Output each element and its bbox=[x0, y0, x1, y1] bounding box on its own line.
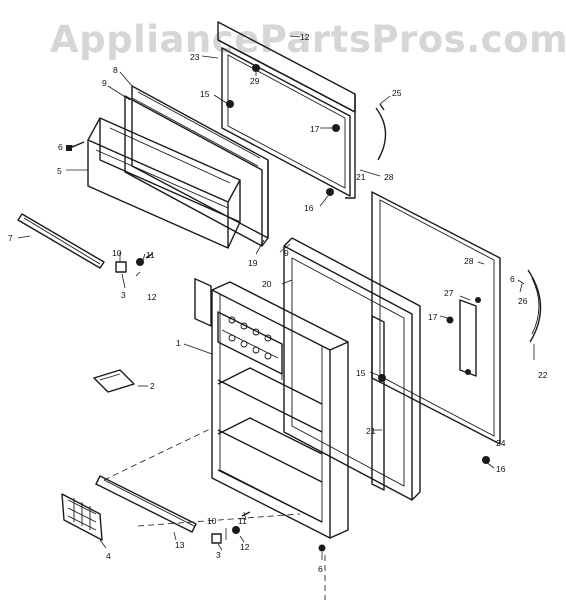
callout-6: 6 bbox=[510, 274, 515, 284]
leader-lines bbox=[17, 35, 535, 560]
callout-8: 8 bbox=[113, 65, 118, 75]
fresh-food-door-liner bbox=[283, 237, 421, 501]
callout-15: 15 bbox=[200, 89, 210, 99]
hinge-25 bbox=[375, 103, 387, 161]
callout-19: 19 bbox=[248, 258, 258, 268]
callout-11: 11 bbox=[238, 516, 247, 526]
screw-8 bbox=[66, 141, 85, 151]
freezer-bin bbox=[87, 117, 241, 327]
callout-13: 13 bbox=[175, 540, 185, 550]
callout-12: 12 bbox=[240, 542, 250, 552]
handle-27 bbox=[446, 297, 481, 377]
callout-21: 21 bbox=[366, 426, 376, 436]
callout-16: 16 bbox=[304, 203, 314, 213]
alignment-line bbox=[137, 513, 301, 527]
screw-16-lower bbox=[482, 456, 490, 464]
callout-25: 25 bbox=[392, 88, 402, 98]
callout-11: 11 bbox=[146, 250, 155, 260]
callout-28: 28 bbox=[464, 256, 474, 266]
callout-23: 23 bbox=[190, 52, 200, 62]
callout-2: 2 bbox=[150, 381, 155, 391]
freezer-door-panel bbox=[124, 85, 269, 247]
kickplate-13 bbox=[95, 475, 197, 533]
callout-labels: 12 23 29 15 17 25 28 8 9 6 5 16 7 19 10 … bbox=[8, 32, 548, 574]
callout-22: 22 bbox=[538, 370, 548, 380]
callout-9: 9 bbox=[284, 248, 289, 258]
callout-6: 6 bbox=[318, 564, 323, 574]
callout-5: 5 bbox=[57, 166, 62, 176]
alignment-line bbox=[103, 427, 213, 481]
callout-4: 4 bbox=[106, 551, 111, 561]
hinge-bracket-7 bbox=[17, 213, 105, 269]
callout-17: 17 bbox=[310, 124, 320, 134]
callout-10: 10 bbox=[112, 248, 122, 258]
callout-29: 29 bbox=[250, 76, 260, 86]
callout-15: 15 bbox=[356, 368, 366, 378]
callout-16: 16 bbox=[496, 464, 506, 474]
callout-12: 12 bbox=[147, 292, 157, 302]
callout-3: 3 bbox=[216, 550, 221, 560]
callout-20: 20 bbox=[262, 279, 272, 289]
callout-27: 27 bbox=[444, 288, 454, 298]
callout-17: 17 bbox=[428, 312, 438, 322]
hinge-parts-top bbox=[115, 253, 153, 273]
callout-26: 26 bbox=[518, 296, 528, 306]
callout-1: 1 bbox=[176, 338, 181, 348]
hinge-parts-bottom bbox=[211, 511, 326, 552]
callout-7: 7 bbox=[8, 233, 13, 243]
butter-tray-2 bbox=[93, 369, 135, 393]
callout-28: 28 bbox=[384, 172, 394, 182]
callout-21: 21 bbox=[356, 172, 366, 182]
callout-12: 12 bbox=[300, 32, 310, 42]
callout-6: 6 bbox=[58, 142, 63, 152]
callout-3: 3 bbox=[121, 290, 126, 300]
fasteners-upper bbox=[226, 64, 340, 196]
callout-9: 9 bbox=[102, 78, 107, 88]
fresh-food-door-shelves bbox=[211, 281, 349, 539]
callout-10: 10 bbox=[207, 516, 217, 526]
watermark-text: AppliancePartsPros.com bbox=[50, 18, 566, 61]
hinge-cover-4 bbox=[61, 493, 103, 541]
freezer-door-gasket bbox=[217, 21, 356, 199]
hinge-22 bbox=[527, 269, 542, 343]
callout-24: 24 bbox=[496, 438, 506, 448]
